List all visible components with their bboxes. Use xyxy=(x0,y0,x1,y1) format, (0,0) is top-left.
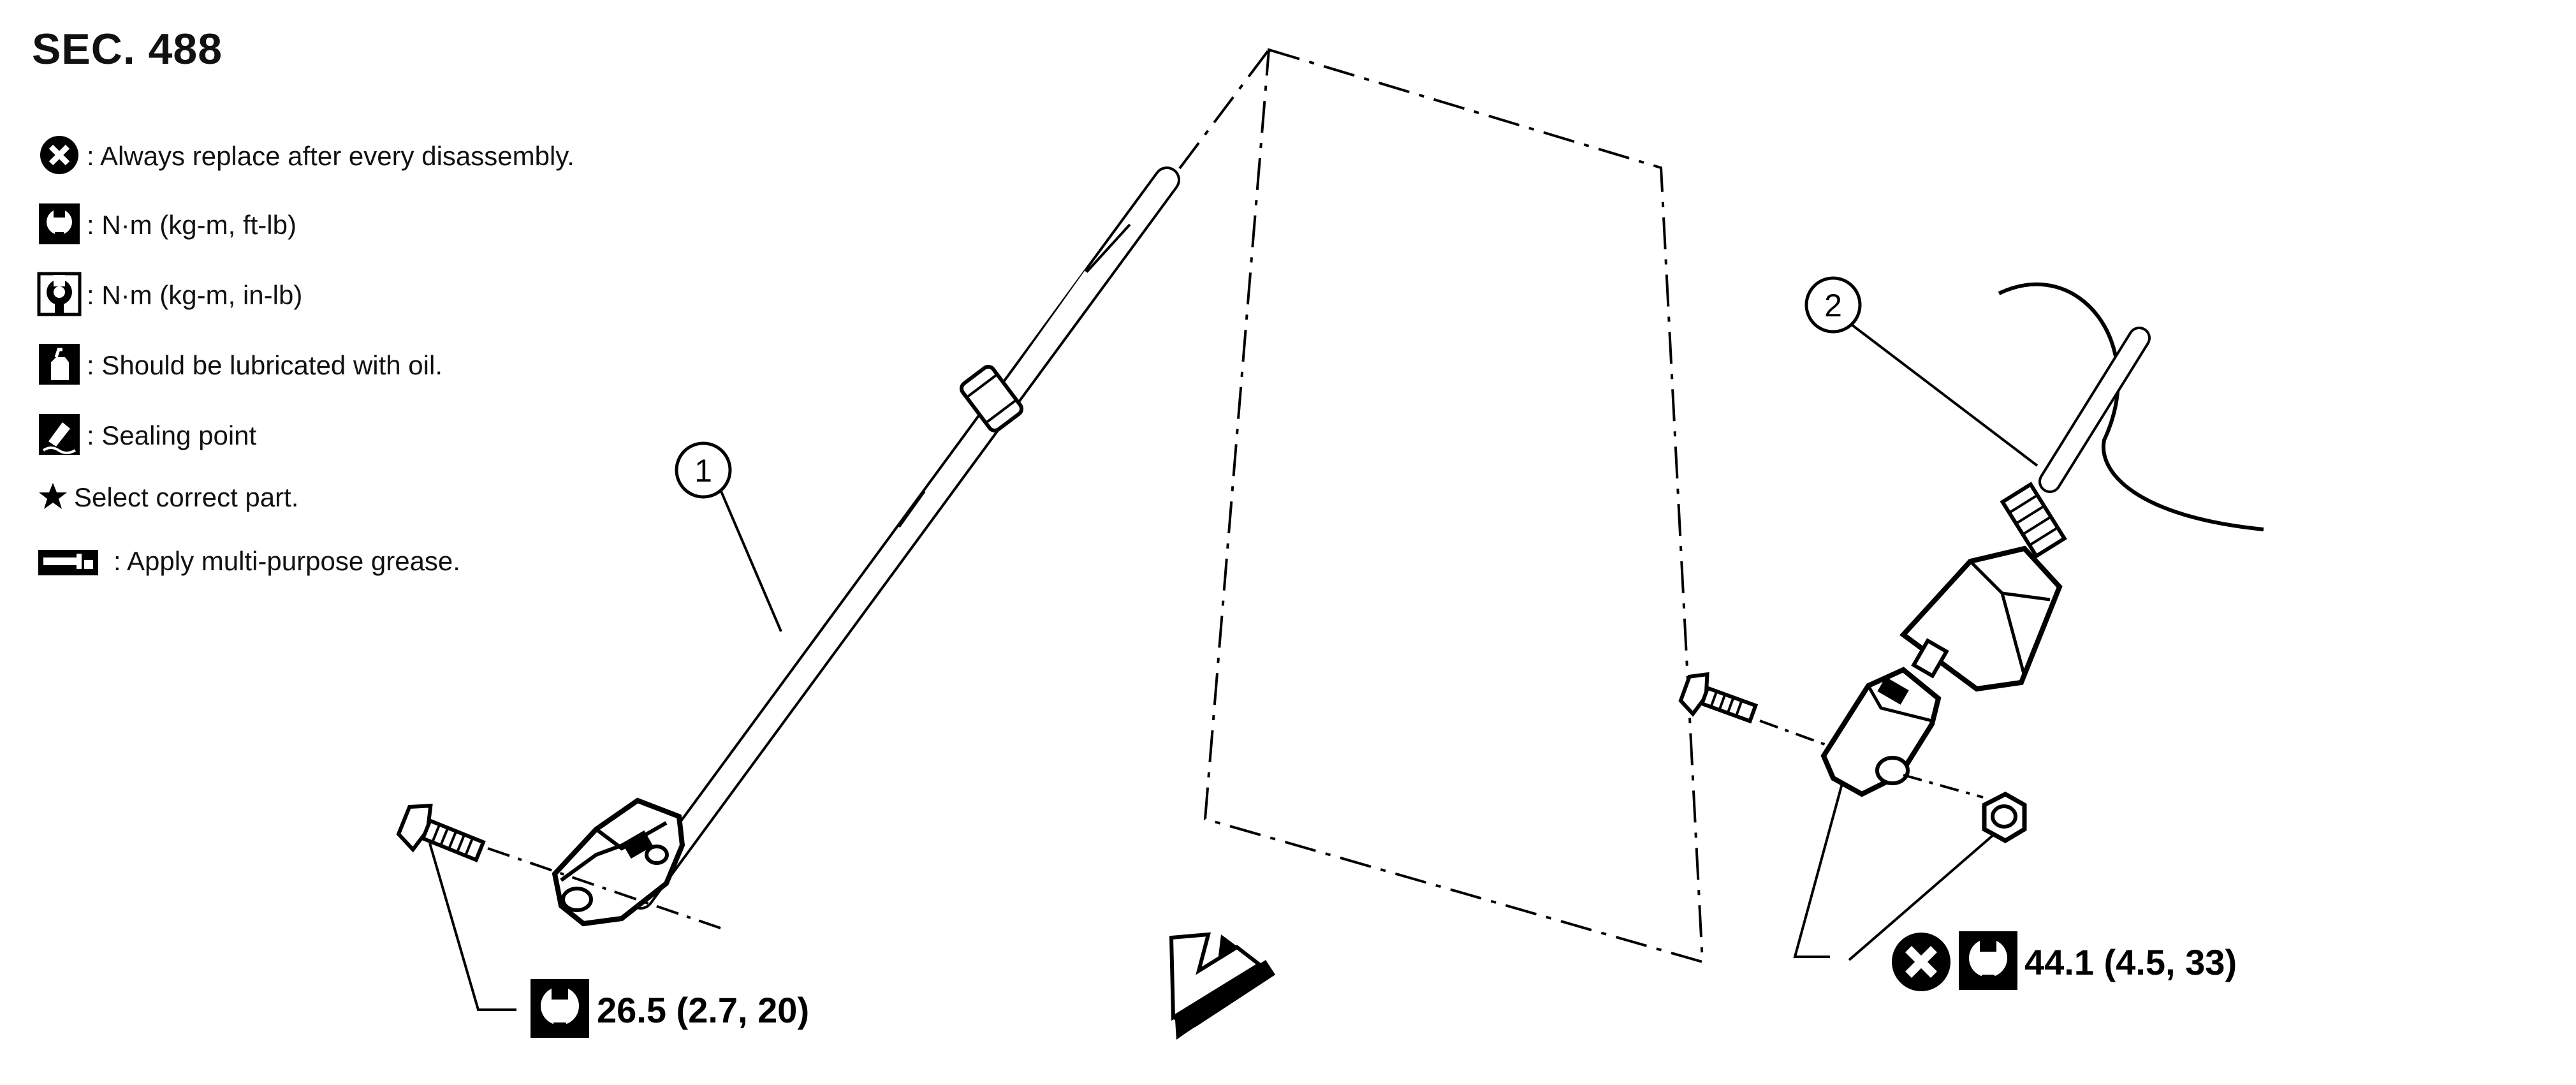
steering-column-lower-shaft xyxy=(627,166,1180,910)
universal-joint-1 xyxy=(552,797,685,927)
mounting-frame-outline xyxy=(1203,48,1704,964)
wrench-ftlb-icon xyxy=(531,979,589,1038)
torque-1-leader xyxy=(428,843,516,1011)
oil-can-icon xyxy=(37,342,82,390)
legend-item-star: Select correct part. xyxy=(37,475,298,520)
bolt-2 xyxy=(1678,672,1984,799)
torque-2-leader xyxy=(1793,781,1844,958)
torque-1-value: 26.5 (2.7, 20) xyxy=(597,990,809,1030)
legend-item-oil: : Should be lubricated with oil. xyxy=(37,343,443,388)
shaft-top-projection-line xyxy=(1178,48,1270,170)
section-title: SEC. 488 xyxy=(32,25,223,73)
front-arrow-icon xyxy=(1169,932,1275,1040)
legend-item-replace: : Always replace after every disassembly… xyxy=(37,134,574,179)
universal-joint-2 xyxy=(1820,667,1942,797)
wrench-ftlb-icon xyxy=(1959,931,2017,990)
wrench-ftlb-icon xyxy=(37,202,82,249)
callout-1: 1 xyxy=(675,441,782,632)
steering-column-upper-shaft xyxy=(1899,282,2264,692)
nut-2 xyxy=(1982,792,2027,844)
wrench-inlb-icon xyxy=(37,272,82,320)
replace-x-icon xyxy=(37,133,82,181)
bolt-1 xyxy=(396,804,721,929)
callout-2: 2 xyxy=(1804,276,2038,467)
legend-item-sealing: : Sealing point xyxy=(37,413,256,458)
callout-2-number: 2 xyxy=(1824,288,1842,323)
star-icon xyxy=(37,480,69,515)
grease-icon xyxy=(37,541,99,582)
legend-item-torque-ftlb: : N·m (kg-m, ft-lb) xyxy=(37,203,296,247)
legend-item-torque-inlb: : N·m (kg-m, in-lb) xyxy=(37,272,302,320)
legend-item-grease: : Apply multi-purpose grease. xyxy=(37,539,460,584)
callout-1-number: 1 xyxy=(694,453,712,489)
torque-spec-2: 44.1 (4.5, 33) xyxy=(1892,931,2237,991)
sealing-icon xyxy=(37,412,82,460)
nut-2-leader xyxy=(1848,834,1994,961)
torque-2-value: 44.1 (4.5, 33) xyxy=(2024,942,2237,982)
replace-x-icon xyxy=(1892,933,1950,991)
torque-spec-1: 26.5 (2.7, 20) xyxy=(531,979,809,1038)
